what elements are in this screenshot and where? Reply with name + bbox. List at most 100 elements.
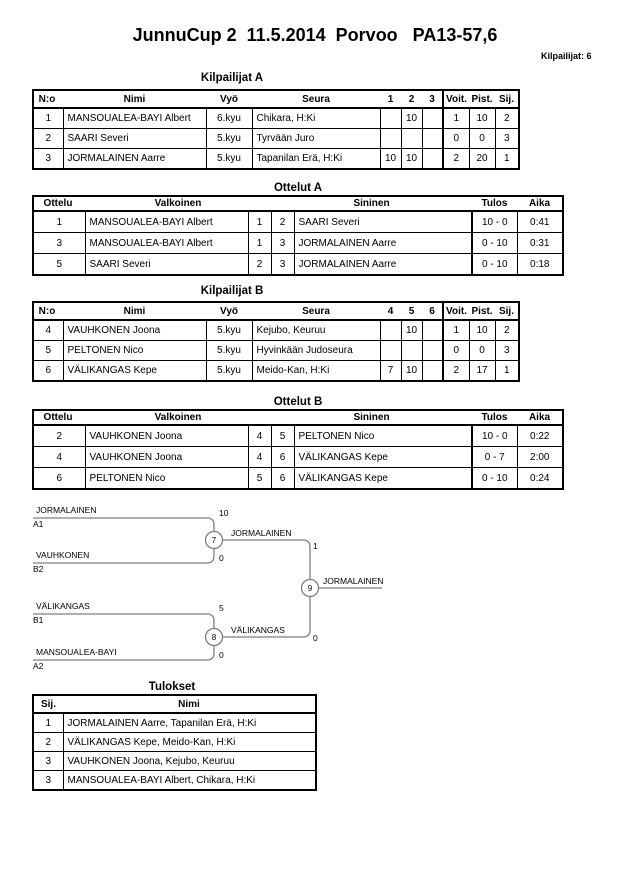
placement-cell: 3 <box>32 770 64 791</box>
seura-cell: Chikara, H:Ki <box>251 107 381 129</box>
competitor-row: 2 SAARI Severi 5.kyu Tyrvään Juro 0 0 3 <box>32 128 520 149</box>
match-row: 1 MANSOUALEA-BAYI Albert 1 2 SAARI Sever… <box>32 210 564 233</box>
blue-number-cell: 2 <box>270 210 295 233</box>
seura-cell: Meido-Kan, H:Ki <box>251 360 381 382</box>
nimi-cell: PELTONEN Nico <box>62 340 207 361</box>
result-cell: 0 - 10 <box>471 467 518 490</box>
bracket-a2-name: MANSOUALEA-BAYI <box>36 647 117 657</box>
sij-cell: 2 <box>494 107 520 129</box>
col-header-5: 5 <box>401 302 422 321</box>
bracket-line-a1 <box>33 517 215 532</box>
match-row: 4 VAUHKONEN Joona 4 6 VÄLIKANGAS Kepe 0 … <box>32 446 564 468</box>
col-header-nimi: Nimi <box>63 90 206 109</box>
pist-cell: 0 <box>468 340 496 361</box>
col-header-vyo: Vyö <box>206 90 252 109</box>
score-cell <box>421 319 444 341</box>
voit-cell: 2 <box>442 360 470 382</box>
match-no-cell: 6 <box>32 467 86 490</box>
bracket-semi2-winner-name: VÄLIKANGAS <box>231 625 285 635</box>
score-cell <box>379 107 402 129</box>
header-row: N:o Nimi Vyö Seura 1 2 3 Voit. Pist. Sij… <box>33 90 519 109</box>
placement-cell: 1 <box>32 712 64 733</box>
vyo-cell: 5.kyu <box>205 148 253 170</box>
result-cell: 0 - 7 <box>471 446 518 468</box>
col-header-nimi: Nimi <box>63 695 316 714</box>
bracket-a2-seed: A2 <box>33 661 44 671</box>
col-header-valkoinen: Valkoinen <box>85 196 271 212</box>
score-cell <box>421 107 444 129</box>
bracket-line-semi1-winner <box>222 539 311 580</box>
section-heading-ottelut-a: Ottelut A <box>273 182 323 194</box>
match-row: 2 VAUHKONEN Joona 4 5 PELTONEN Nico 10 -… <box>32 424 564 447</box>
header-row: N:o Nimi Vyö Seura 4 5 6 Voit. Pist. Sij… <box>33 302 519 321</box>
seura-cell: Tapanilan Erä, H:Ki <box>251 148 381 170</box>
white-player-cell: VAUHKONEN Joona <box>84 446 249 468</box>
blue-number-cell: 3 <box>270 232 295 254</box>
score-cell <box>379 340 402 361</box>
result-row: 2 VÄLIKANGAS Kepe, Meido-Kan, H:Ki <box>32 732 317 752</box>
section-heading-kilpailijat-b: Kilpailijat B <box>200 285 264 297</box>
blue-number-cell: 6 <box>270 467 295 490</box>
col-header-aika: Aika <box>517 410 563 426</box>
col-header-voit: Voit. <box>442 90 469 109</box>
vyo-cell: 5.kyu <box>205 360 253 382</box>
bracket-line-b1 <box>33 613 215 629</box>
match-row: 5 SAARI Severi 2 3 JORMALAINEN Aarre 0 -… <box>32 253 564 276</box>
voit-cell: 1 <box>442 107 470 129</box>
result-cell: 0 - 10 <box>471 253 518 276</box>
col-header-2: 2 <box>401 90 422 109</box>
competitor-row: 1 MANSOUALEA-BAYI Albert 6.kyu Chikara, … <box>32 107 520 129</box>
result-name-cell: VÄLIKANGAS Kepe, Meido-Kan, H:Ki <box>62 732 317 752</box>
white-number-cell: 2 <box>247 253 272 276</box>
no-cell: 6 <box>32 360 64 382</box>
white-player-cell: PELTONEN Nico <box>84 467 249 490</box>
sij-cell: 3 <box>494 128 520 149</box>
col-header-voit: Voit. <box>442 302 469 321</box>
col-header-4: 4 <box>380 302 401 321</box>
voit-cell: 1 <box>442 319 470 341</box>
col-header-vyo: Vyö <box>206 302 252 321</box>
bracket-semi1-winner-score: 1 <box>313 541 318 551</box>
col-header-sininen: Sininen <box>271 196 472 212</box>
competitor-row: 5 PELTONEN Nico 5.kyu Hyvinkään Judoseur… <box>32 340 520 361</box>
bracket-semi1-winner-name: JORMALAINEN <box>231 528 291 538</box>
result-row: 3 MANSOUALEA-BAYI Albert, Chikara, H:Ki <box>32 770 317 791</box>
col-header-sij: Sij. <box>33 695 63 714</box>
score-cell: 10 <box>400 107 423 129</box>
seura-cell: Hyvinkään Judoseura <box>251 340 381 361</box>
no-cell: 1 <box>32 107 64 129</box>
col-header-no: N:o <box>33 90 63 109</box>
competitor-row: 3 JORMALAINEN Aarre 5.kyu Tapanilan Erä,… <box>32 148 520 170</box>
pist-cell: 17 <box>468 360 496 382</box>
blue-player-cell: VÄLIKANGAS Kepe <box>293 467 473 490</box>
match-number-7: 7 <box>212 536 217 545</box>
white-player-cell: MANSOUALEA-BAYI Albert <box>84 210 249 233</box>
seura-cell: Tyrvään Juro <box>251 128 381 149</box>
nimi-cell: MANSOUALEA-BAYI Albert <box>62 107 207 129</box>
vyo-cell: 5.kyu <box>205 319 253 341</box>
match-no-cell: 1 <box>32 210 86 233</box>
nimi-cell: VÄLIKANGAS Kepe <box>62 360 207 382</box>
pist-cell: 10 <box>468 107 496 129</box>
bracket-a1-name: JORMALAINEN <box>36 505 96 515</box>
competitor-row: 6 VÄLIKANGAS Kepe 5.kyu Meido-Kan, H:Ki … <box>32 360 520 382</box>
col-header-tulos: Tulos <box>472 196 517 212</box>
col-header-pist: Pist. <box>469 302 495 321</box>
score-cell: 10 <box>379 148 402 170</box>
col-header-ottelu: Ottelu <box>33 410 85 426</box>
section-heading-tulokset: Tulokset <box>148 681 196 693</box>
bracket-b1-score: 5 <box>219 603 224 613</box>
sij-cell: 2 <box>494 319 520 341</box>
pist-cell: 10 <box>468 319 496 341</box>
no-cell: 5 <box>32 340 64 361</box>
nimi-cell: VAUHKONEN Joona <box>62 319 207 341</box>
header-row: Ottelu Valkoinen Sininen Tulos Aika <box>33 410 563 426</box>
bracket-line-b2 <box>33 548 215 564</box>
col-header-pist: Pist. <box>469 90 495 109</box>
time-cell: 0:24 <box>516 467 564 490</box>
sij-cell: 3 <box>494 340 520 361</box>
match-row: 6 PELTONEN Nico 5 6 VÄLIKANGAS Kepe 0 - … <box>32 467 564 490</box>
competitor-row: 4 VAUHKONEN Joona 5.kyu Kejubo, Keuruu 1… <box>32 319 520 341</box>
result-row: 3 VAUHKONEN Joona, Kejubo, Keuruu <box>32 751 317 771</box>
